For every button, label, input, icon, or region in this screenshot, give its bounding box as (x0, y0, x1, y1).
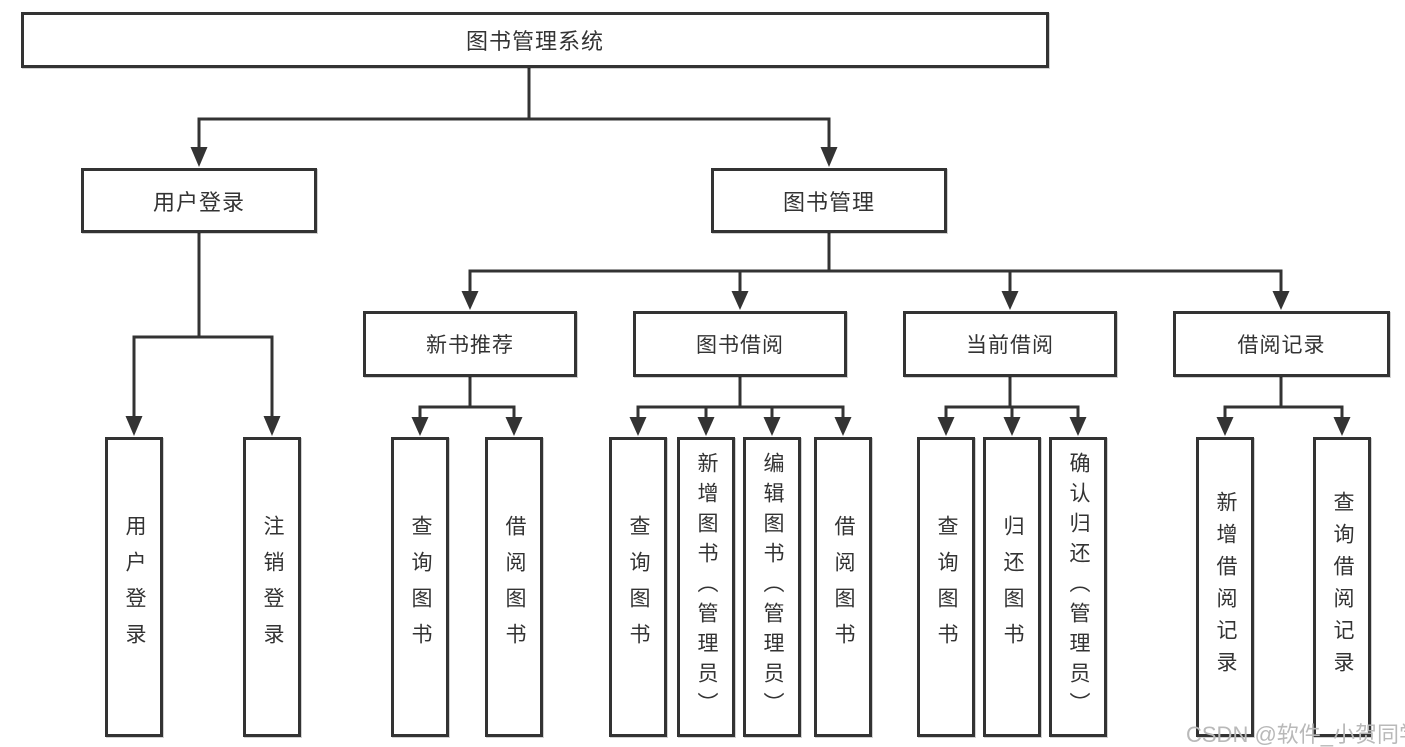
watermark-text: CSDN @软件_小贺同学 (1186, 722, 1405, 747)
node-book-management: 图书管理 (711, 168, 947, 233)
leaf-recommend-borrow-books: 借阅图书 (485, 437, 543, 737)
node-user-login: 用户登录 (81, 168, 317, 233)
leaf-current-return-books: 归还图书 (983, 437, 1041, 737)
leaf-borrow-borrow-books: 借阅图书 (814, 437, 872, 737)
leaf-borrow-edit-books-admin: 编辑图书（管理员） (743, 437, 801, 737)
leaf-current-query-books: 查询图书 (917, 437, 975, 737)
node-borrowing-records: 借阅记录 (1173, 311, 1390, 377)
leaf-user-login: 用户登录 (105, 437, 163, 737)
leaf-borrow-add-books-admin: 新增图书（管理员） (677, 437, 735, 737)
node-new-book-recommend: 新书推荐 (363, 311, 577, 377)
leaf-recommend-query-books: 查询图书 (391, 437, 449, 737)
leaf-current-confirm-return-admin: 确认归还（管理员） (1049, 437, 1107, 737)
node-root: 图书管理系统 (21, 12, 1049, 68)
leaf-logout: 注销登录 (243, 437, 301, 737)
node-current-borrowing: 当前借阅 (903, 311, 1117, 377)
node-book-borrowing: 图书借阅 (633, 311, 847, 377)
leaf-records-query-record: 查询借阅记录 (1313, 437, 1371, 737)
leaf-records-add-record: 新增借阅记录 (1196, 437, 1254, 737)
leaf-borrow-query-books: 查询图书 (609, 437, 667, 737)
